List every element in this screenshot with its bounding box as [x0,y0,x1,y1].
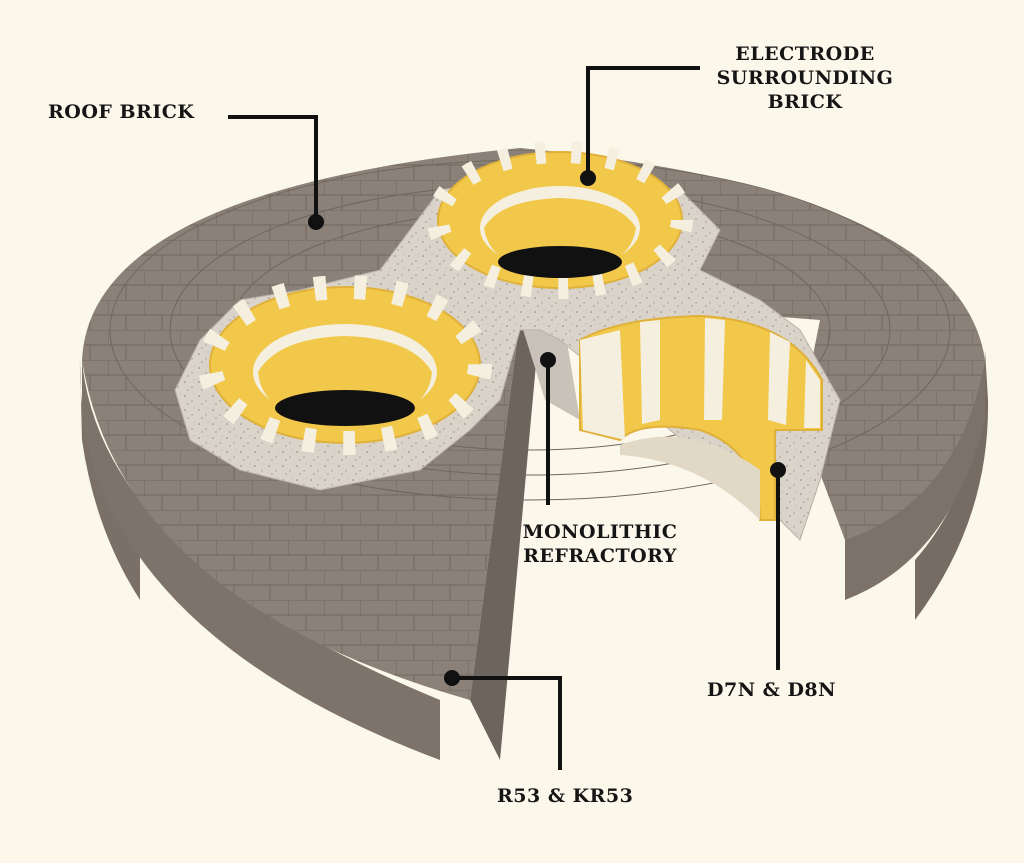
label-electrode-line-2: SURROUNDING [716,67,894,89]
dot-electrode-brick [580,170,596,186]
label-monolithic-line-2: REFRACTORY [523,545,677,567]
dot-monolithic [540,352,556,368]
monolithic-refractory [174,177,841,541]
electrode-ring-cut [579,314,823,521]
leader-lines [228,66,780,770]
roof-outer-wall [79,350,989,760]
dot-roof-brick [308,214,324,230]
leader-dots [308,170,786,686]
electrode-ring-left [198,275,492,455]
electrode-ring-top [427,141,693,299]
label-electrode-line-1: ELECTRODE [735,43,875,65]
label-roof-brick: ROOF BRICK [48,101,195,123]
leader-electrode-brick [586,66,700,178]
dot-d7n-d8n [770,462,786,478]
label-electrode-line-3: BRICK [767,91,843,113]
label-r53-kr53: R53 & KR53 [497,785,634,807]
leader-roof-brick [228,115,318,222]
dot-r53 [444,670,460,686]
label-electrode-surrounding-brick: ELECTRODE SURROUNDING BRICK [695,42,915,114]
leader-r53 [452,676,562,770]
label-monolithic-line-1: MONOLITHIC [522,521,678,543]
label-d7n-d8n: D7N & D8N [707,679,837,701]
label-monolithic-refractory: MONOLITHIC REFRACTORY [505,520,695,568]
